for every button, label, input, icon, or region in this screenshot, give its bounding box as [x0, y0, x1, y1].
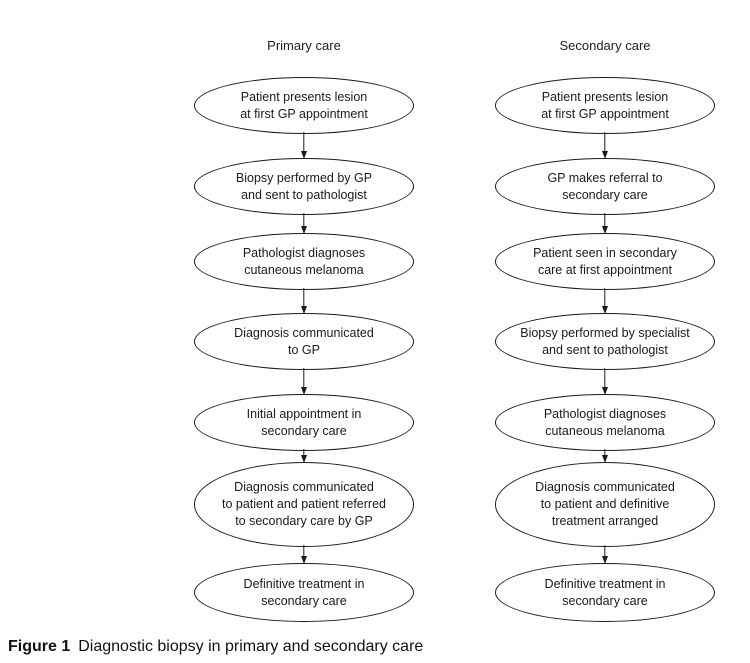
- flow-node-secondary-3: Patient seen in secondary care at first …: [495, 233, 715, 290]
- flow-node-line: to patient and patient referred: [221, 497, 386, 511]
- flow-node-primary-6: Diagnosis communicated to patient and pa…: [194, 462, 414, 547]
- column-title-primary-care: Primary care: [267, 38, 341, 53]
- down-arrow-icon: [299, 289, 309, 314]
- flow-node-primary-4: Diagnosis communicated to GP: [194, 313, 414, 370]
- column-title-secondary-care: Secondary care: [559, 38, 651, 53]
- figure-caption-text: Diagnostic biopsy in primary and seconda…: [78, 638, 424, 655]
- flow-node-secondary-4: Biopsy performed by specialist and sent …: [495, 313, 715, 370]
- flow-node-line: Patient presents lesion: [240, 89, 368, 104]
- flow-node-line: secondary care: [261, 423, 347, 438]
- figure-caption: Figure 1 Diagnostic biopsy in primary and…: [8, 637, 423, 657]
- flow-node-secondary-6: Diagnosis communicated to patient and de…: [495, 462, 715, 547]
- flow-node-line: Pathologist diagnoses: [242, 245, 366, 260]
- flow-node-line: treatment arranged: [551, 514, 659, 528]
- flow-node-primary-7: Definitive treatment in secondary care: [194, 563, 414, 622]
- down-arrow-icon: [600, 369, 610, 395]
- down-arrow-icon: [299, 450, 309, 463]
- flow-node-secondary-1: Patient presents lesion at first GP appo…: [495, 77, 715, 134]
- flow-node-line: Diagnosis communicated: [234, 325, 374, 340]
- flow-node-secondary-2: GP makes referral to secondary care: [495, 158, 715, 215]
- flow-node-line: at first GP appointment: [541, 106, 669, 121]
- flow-node-primary-1: Patient presents lesion at first GP appo…: [194, 77, 414, 134]
- flow-node-line: Initial appointment in: [246, 406, 362, 421]
- flow-node-secondary-5: Pathologist diagnoses cutaneous melanoma: [495, 394, 715, 451]
- flow-node-line: Diagnosis communicated: [234, 480, 374, 494]
- flow-node-line: Pathologist diagnoses: [543, 406, 667, 421]
- flow-node-line: secondary care: [261, 593, 347, 608]
- flow-node-primary-5: Initial appointment in secondary care: [194, 394, 414, 451]
- down-arrow-icon: [299, 369, 309, 395]
- flow-node-line: to secondary care by GP: [235, 514, 373, 528]
- flow-node-line: Patient presents lesion: [541, 89, 669, 104]
- flow-node-line: Diagnosis communicated: [535, 480, 675, 494]
- flow-node-line: to patient and definitive: [540, 497, 670, 511]
- down-arrow-icon: [600, 450, 610, 463]
- flow-node-line: Biopsy performed by specialist: [520, 325, 690, 340]
- flow-node-line: Biopsy performed by GP: [235, 170, 373, 185]
- down-arrow-icon: [600, 133, 610, 159]
- flow-node-line: Definitive treatment in: [544, 576, 666, 591]
- flow-node-line: cutaneous melanoma: [244, 262, 364, 277]
- flow-node-line: and sent to pathologist: [542, 342, 668, 357]
- flow-node-line: secondary care: [562, 187, 648, 202]
- flow-node-line: cutaneous melanoma: [545, 423, 665, 438]
- flow-node-primary-2: Biopsy performed by GP and sent to patho…: [194, 158, 414, 215]
- flow-node-line: at first GP appointment: [240, 106, 368, 121]
- down-arrow-icon: [299, 214, 309, 234]
- flow-node-line: care at first appointment: [537, 262, 673, 277]
- flow-node-line: Definitive treatment in: [243, 576, 365, 591]
- down-arrow-icon: [600, 546, 610, 564]
- flow-node-line: GP makes referral to: [547, 170, 663, 185]
- flow-node-primary-3: Pathologist diagnoses cutaneous melanoma: [194, 233, 414, 290]
- flow-node-line: secondary care: [562, 593, 648, 608]
- figure-caption-label: Figure 1: [8, 638, 71, 655]
- down-arrow-icon: [600, 214, 610, 234]
- flow-node-secondary-7: Definitive treatment in secondary care: [495, 563, 715, 622]
- down-arrow-icon: [600, 289, 610, 314]
- down-arrow-icon: [299, 546, 309, 564]
- flow-node-line: Patient seen in secondary: [533, 245, 677, 260]
- flow-node-line: and sent to pathologist: [241, 187, 367, 202]
- flow-node-line: to GP: [288, 342, 320, 357]
- down-arrow-icon: [299, 133, 309, 159]
